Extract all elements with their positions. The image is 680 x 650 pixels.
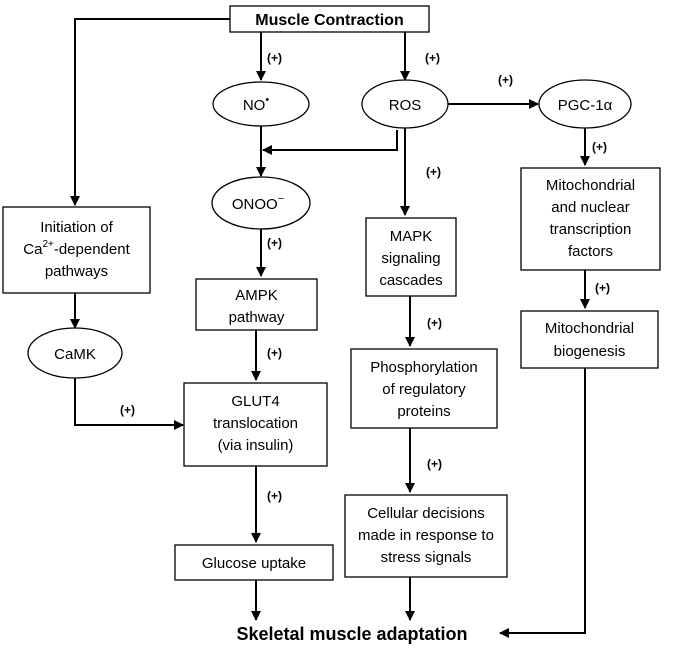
node-no: NO•	[212, 81, 310, 127]
svg-text:Glucose uptake: Glucose uptake	[202, 555, 306, 572]
node-ca-pathways: Initiation of Ca2+-dependent pathways	[2, 206, 151, 294]
svg-text:Muscle Contraction: Muscle Contraction	[255, 12, 403, 29]
node-ampk: AMPK pathway	[195, 278, 318, 331]
node-onoo: ONOO−	[211, 176, 311, 230]
node-glucose-uptake: Glucose uptake	[174, 544, 334, 581]
plus-label: (+)	[427, 316, 442, 330]
arrow-camk-to-glut4	[74, 378, 184, 430]
svg-text:ONOO−: ONOO−	[232, 193, 284, 213]
plus-label: (+)	[120, 403, 135, 417]
svg-text:of regulatory: of regulatory	[382, 381, 466, 398]
svg-text:Initiation of: Initiation of	[40, 219, 113, 236]
node-mito-biogenesis: Mitochondrial biogenesis	[520, 310, 659, 369]
plus-label: (+)	[592, 140, 607, 154]
svg-text:Skeletal muscle adaptation: Skeletal muscle adaptation	[236, 624, 467, 644]
plus-label: (+)	[426, 165, 441, 179]
svg-text:translocation: translocation	[213, 415, 298, 432]
svg-text:Mitochondrial: Mitochondrial	[546, 177, 635, 194]
node-cellular-decisions: Cellular decisions made in response to s…	[344, 494, 508, 578]
plus-label: (+)	[498, 73, 513, 87]
onoo-superscript: −	[278, 193, 284, 205]
plus-label: (+)	[267, 489, 282, 503]
svg-text:and nuclear: and nuclear	[551, 199, 629, 216]
plus-label: (+)	[267, 236, 282, 250]
svg-text:factors: factors	[568, 243, 613, 260]
connectors	[70, 18, 590, 638]
svg-text:MAPK: MAPK	[390, 228, 433, 245]
node-mapk: MAPK signaling cascades	[365, 217, 457, 297]
svg-text:biogenesis: biogenesis	[554, 343, 626, 360]
onoo-label: ONOO	[232, 196, 278, 213]
svg-text:cascades: cascades	[379, 272, 442, 289]
plus-label: (+)	[425, 51, 440, 65]
svg-text:signaling: signaling	[381, 250, 440, 267]
svg-text:CaMK: CaMK	[54, 346, 96, 363]
svg-text:ROS: ROS	[389, 97, 422, 114]
node-camk: CaMK	[27, 327, 123, 379]
node-pgc: PGC-1α	[538, 79, 632, 129]
ca-prefix: Ca	[23, 241, 43, 258]
svg-text:Cellular decisions: Cellular decisions	[367, 505, 485, 522]
svg-text:proteins: proteins	[397, 403, 450, 420]
node-mito-factors: Mitochondrial and nuclear transcription …	[520, 167, 661, 271]
arrow-contraction-to-ca	[70, 18, 230, 206]
svg-text:Mitochondrial: Mitochondrial	[545, 320, 634, 337]
ca-superscript: 2+	[42, 239, 54, 250]
no-label: NO	[243, 97, 266, 114]
svg-text:(via insulin): (via insulin)	[218, 437, 294, 454]
svg-text:GLUT4: GLUT4	[231, 393, 279, 410]
svg-text:made in response to: made in response to	[358, 527, 494, 544]
node-muscle-contraction: Muscle Contraction	[229, 5, 430, 33]
plus-label: (+)	[267, 51, 282, 65]
ca-suffix: -dependent	[54, 241, 131, 258]
plus-label: (+)	[427, 457, 442, 471]
no-superscript: •	[265, 94, 269, 106]
svg-text:transcription: transcription	[550, 221, 632, 238]
svg-text:Ca2+-dependent: Ca2+-dependent	[23, 239, 130, 258]
plus-label: (+)	[595, 281, 610, 295]
plus-labels: (+) (+) (+) (+) (+) (+) (+) (+) (+) (+) …	[120, 51, 610, 503]
svg-text:pathway: pathway	[229, 309, 285, 326]
svg-text:PGC-1α: PGC-1α	[558, 97, 613, 114]
svg-text:NO•: NO•	[243, 94, 270, 114]
node-skeletal-adaptation: Skeletal muscle adaptation	[236, 624, 467, 644]
svg-text:AMPK: AMPK	[235, 287, 278, 304]
svg-text:stress signals: stress signals	[381, 549, 472, 566]
svg-text:pathways: pathways	[45, 263, 108, 280]
svg-text:Phosphorylation: Phosphorylation	[370, 359, 478, 376]
node-phosphorylation: Phosphorylation of regulatory proteins	[350, 348, 498, 429]
arrow-mito-to-final	[499, 368, 586, 638]
plus-label: (+)	[267, 346, 282, 360]
node-ros: ROS	[361, 79, 449, 129]
arrow-ros-to-onoo	[262, 130, 398, 155]
node-glut4: GLUT4 translocation (via insulin)	[183, 382, 328, 467]
